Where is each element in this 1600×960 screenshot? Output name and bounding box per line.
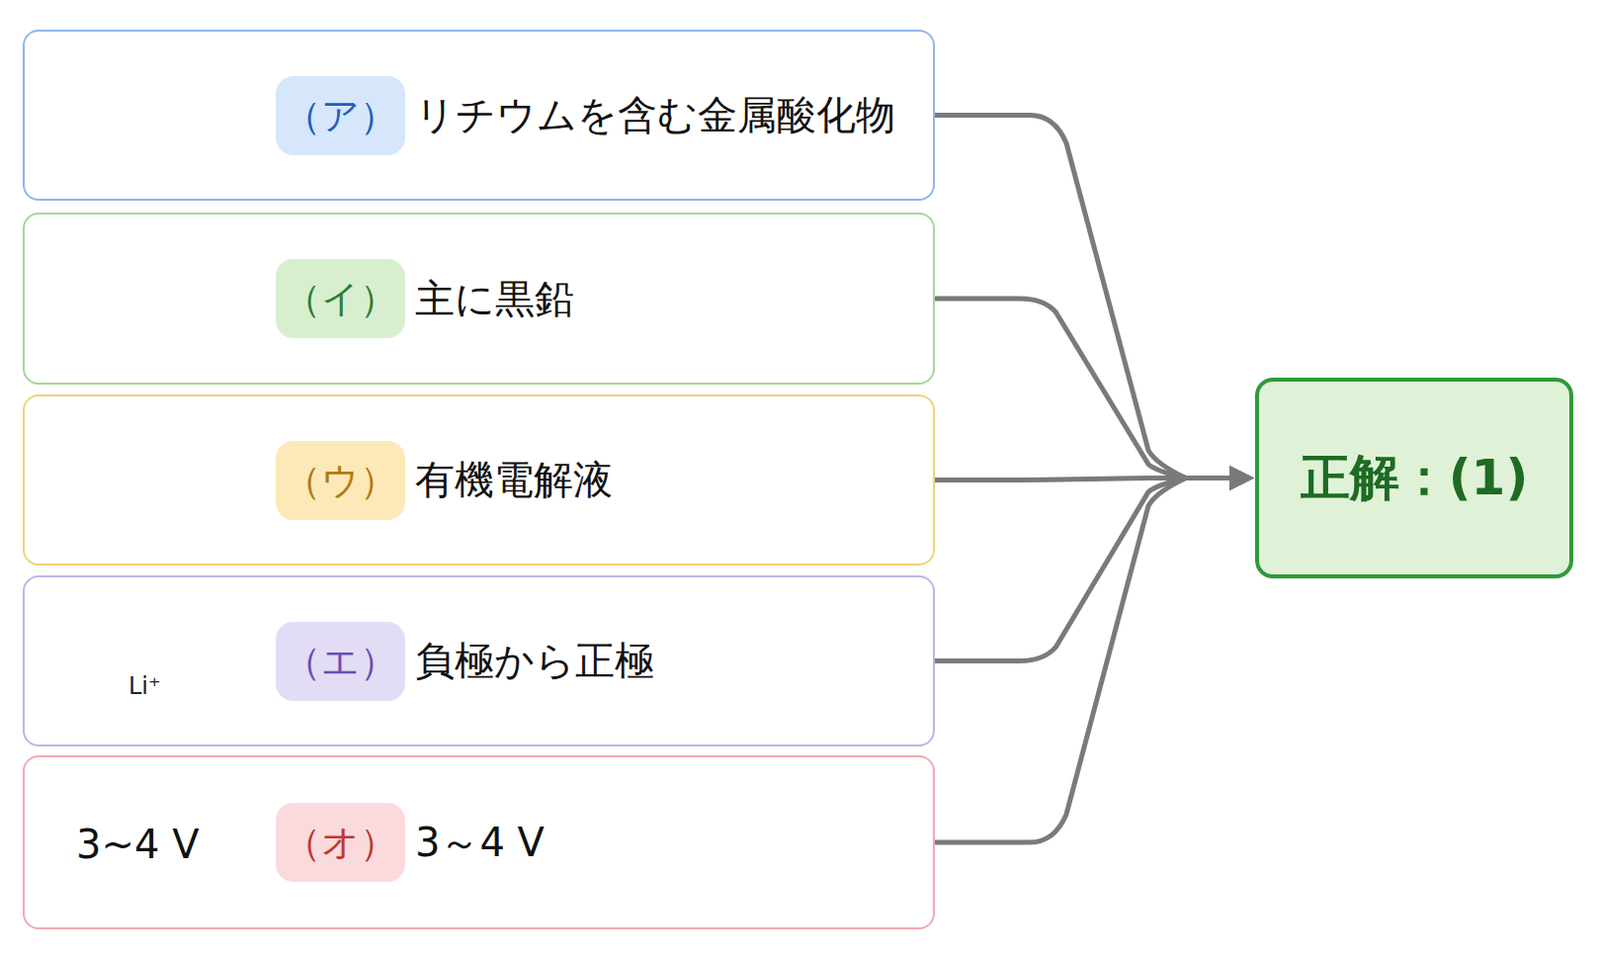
ion-label: Li⁺ bbox=[128, 672, 162, 700]
answer-text: 正解：(1) bbox=[1300, 444, 1529, 511]
item-badge: （ア） bbox=[275, 76, 406, 156]
answer-box: 正解：(1) bbox=[1255, 377, 1574, 579]
item-text: 有機電解液 bbox=[415, 452, 613, 507]
item-text: リチウムを含む金属酸化物 bbox=[415, 87, 896, 143]
item-box: 有機電解液 （ウ） bbox=[22, 394, 935, 566]
voltage-label: 3~4 V bbox=[76, 821, 200, 867]
item-marker: （ア） bbox=[283, 90, 398, 142]
item-box: 主に黒鉛 （イ） bbox=[22, 212, 935, 385]
connector-arrow bbox=[934, 478, 1250, 843]
connector-arrow bbox=[934, 298, 1250, 479]
connector-arrow bbox=[934, 115, 1250, 479]
item-text: 主に黒鉛 bbox=[415, 271, 575, 327]
item-marker: （イ） bbox=[283, 273, 398, 325]
item-badge: （オ） bbox=[275, 802, 406, 882]
atom-label: Li bbox=[135, 103, 153, 128]
item-text: 3～4 V bbox=[415, 815, 545, 870]
item-badge: （エ） bbox=[275, 621, 406, 701]
item-marker: （オ） bbox=[283, 817, 398, 868]
item-box: リチウムを含む金属酸化物 （ア） bbox=[22, 29, 935, 201]
item-text: 負極から正極 bbox=[415, 633, 655, 688]
item-badge: （イ） bbox=[275, 258, 406, 338]
item-marker: （ウ） bbox=[283, 455, 398, 506]
item-marker: （エ） bbox=[283, 636, 398, 687]
item-badge: （ウ） bbox=[275, 440, 406, 520]
connector-arrow bbox=[934, 478, 1250, 662]
item-box: 負極から正極 （エ） bbox=[22, 575, 935, 747]
